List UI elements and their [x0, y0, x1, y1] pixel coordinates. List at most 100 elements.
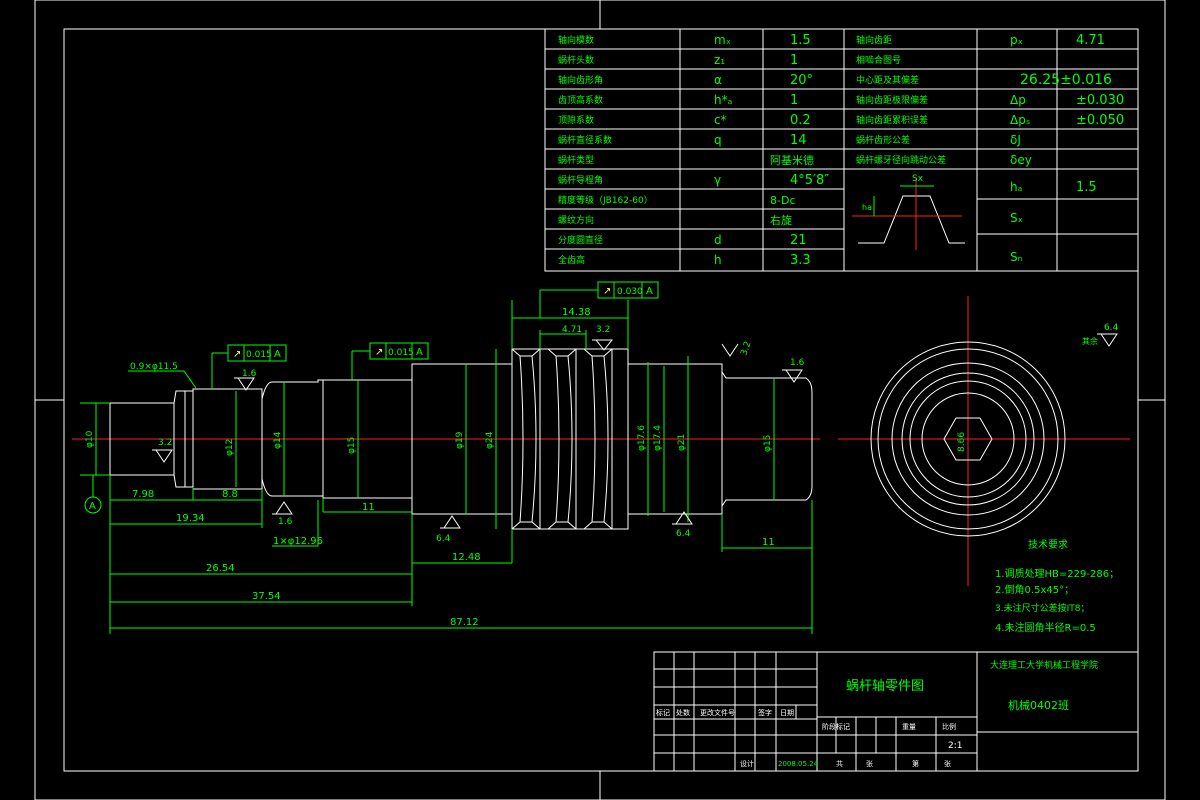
- param-name: 全齿高: [558, 254, 585, 266]
- tech-item-2: 2.倒角0.5x45°；: [995, 584, 1074, 596]
- tech-item-1: 1.调质处理HB=229-286；: [995, 568, 1119, 580]
- school-name: 大连理工大学机械工程学院: [990, 659, 1098, 671]
- param-value: 阿基米德: [770, 153, 814, 167]
- param-name: 蜗杆直径系数: [558, 134, 612, 146]
- tooth-profile-sketch: Sx ha: [852, 174, 965, 250]
- param-name: 中心距及其偏差: [856, 74, 919, 86]
- param-name: 相啮合图号: [856, 54, 901, 66]
- svg-text:3.2: 3.2: [739, 340, 753, 357]
- param-value: 4°5′8″: [790, 173, 829, 188]
- svg-text:阶段标记: 阶段标记: [822, 722, 850, 731]
- dim-4-71: 4.71: [562, 325, 582, 335]
- tolerance-frame-2: ↗ 0.015 A: [351, 342, 429, 380]
- dim-87-12: 87.12: [450, 617, 479, 628]
- param-symbol: pₓ: [1010, 33, 1023, 47]
- param-name: 蜗杆螺牙径向跳动公差: [856, 154, 946, 166]
- param-name: 分度圆直径: [558, 234, 603, 246]
- param-name: 轴向齿距: [856, 34, 892, 46]
- svg-text:比例: 比例: [942, 722, 956, 731]
- param-symbol: δJ: [1010, 133, 1021, 147]
- svg-text:签字: 签字: [758, 708, 772, 717]
- tech-item-3: 3.未注尺寸公差按IT8；: [995, 602, 1089, 614]
- param-value: ±0.030: [1076, 93, 1124, 108]
- param-symbol: Δp: [1010, 93, 1026, 107]
- svg-text:日期: 日期: [780, 709, 794, 717]
- param-name: 轴向模数: [558, 34, 594, 46]
- dia-12-label: φ12: [225, 439, 235, 456]
- dim-26-54: 26.54: [206, 563, 235, 574]
- scale-value: 2:1: [948, 741, 962, 751]
- svg-text:更改文件号: 更改文件号: [700, 708, 735, 717]
- svg-text:重量: 重量: [902, 723, 916, 731]
- param-name: 蜗杆头数: [558, 54, 594, 66]
- svg-text:A: A: [646, 286, 653, 297]
- dia-17-4-label: φ17.4: [653, 425, 663, 451]
- svg-text:A: A: [89, 501, 96, 512]
- tech-item-4: 4.未注圆角半径R=0.5: [995, 621, 1096, 634]
- dia-24-label: φ24: [485, 431, 495, 449]
- param-name: 精度等级（JB162-60）: [558, 194, 653, 206]
- dim-37-54: 37.54: [252, 591, 281, 602]
- drawing-frame: [34, 0, 1166, 800]
- svg-text:6.4: 6.4: [1104, 323, 1119, 333]
- param-value: 1.5: [790, 33, 811, 48]
- dia-15b-label: φ15: [763, 435, 773, 452]
- profile-ha-label: ha: [862, 203, 872, 212]
- title-block: 蜗杆轴零件图 大连理工大学机械工程学院 机械0402班 标记 处数 更改文件号 …: [653, 651, 1139, 772]
- param-value: 14: [790, 133, 807, 148]
- hex-dim-label: 8.66: [957, 432, 967, 452]
- dim-14-38: 14.38: [562, 307, 591, 318]
- svg-text:标记: 标记: [656, 708, 670, 717]
- param-symbol: α: [714, 73, 722, 87]
- svg-text:第: 第: [912, 759, 919, 768]
- param-value: 1.5: [1076, 180, 1097, 195]
- param-name: 蜗杆导程角: [558, 174, 603, 186]
- param-name: 螺纹方向: [558, 214, 594, 226]
- param-name: 轴向齿距累积误差: [856, 114, 928, 126]
- dim-7-98: 7.98: [132, 489, 154, 500]
- svg-text:↗: ↗: [233, 349, 241, 360]
- svg-text:共: 共: [836, 759, 843, 768]
- drawing-name: 蜗杆轴零件图: [846, 678, 924, 694]
- dia-10-label: φ10: [85, 430, 95, 448]
- svg-text:3.2: 3.2: [596, 325, 610, 335]
- dim-8-8: 8.8: [222, 489, 238, 500]
- svg-text:1.6: 1.6: [790, 358, 805, 368]
- shaft-main-view: φ10 φ12 φ14 φ15 φ19 φ24 φ17.4 φ17.6 φ21 …: [72, 281, 1119, 634]
- param-name: 顶隙系数: [558, 114, 594, 126]
- end-view: 8.66: [838, 296, 1130, 586]
- param-value: 3.3: [790, 253, 811, 268]
- title-date: 2008.05.24: [778, 760, 819, 768]
- dim-11-b: 11: [762, 537, 775, 548]
- chamfer-left-label: 0.9×φ11.5: [130, 362, 178, 372]
- dim-12-48: 12.48: [452, 552, 481, 563]
- param-symbol: z₁: [714, 53, 725, 67]
- tech-title: 技术要求: [1028, 538, 1068, 551]
- param-symbol: δey: [1010, 153, 1032, 167]
- undercut-label: 1×φ12.96: [273, 536, 323, 547]
- svg-text:1.6: 1.6: [278, 517, 293, 527]
- drawing-number: 机械0402班: [1008, 698, 1069, 712]
- dia-21-label: φ21: [677, 434, 687, 451]
- param-symbol: Δpₛ: [1010, 113, 1030, 127]
- length-dimensions: 7.98 8.8 19.34 11 12.48 26.54 37.54 87.1…: [110, 307, 812, 629]
- param-value: 21: [790, 233, 807, 248]
- param-name: 蜗杆齿形公差: [856, 134, 910, 146]
- param-name: 齿顶高系数: [558, 94, 603, 106]
- dia-19-label: φ19: [455, 431, 465, 449]
- param-name: 轴向齿形角: [558, 74, 603, 86]
- svg-text:↗: ↗: [603, 286, 611, 297]
- param-value: 1: [790, 93, 798, 108]
- svg-text:6.4: 6.4: [436, 534, 451, 544]
- worm-threads: [511, 348, 613, 530]
- svg-text:0.030: 0.030: [617, 287, 643, 297]
- param-value: 8-Dc: [770, 194, 796, 207]
- svg-text:A: A: [274, 349, 281, 360]
- param-symbol: mₓ: [714, 33, 731, 47]
- tolerance-frame-3: ↗ 0.030 A: [539, 281, 659, 318]
- param-name: 轴向齿距极限偏差: [856, 94, 928, 106]
- svg-text:A: A: [416, 347, 423, 358]
- hex-socket: [943, 417, 993, 461]
- dim-19-34: 19.34: [176, 513, 205, 524]
